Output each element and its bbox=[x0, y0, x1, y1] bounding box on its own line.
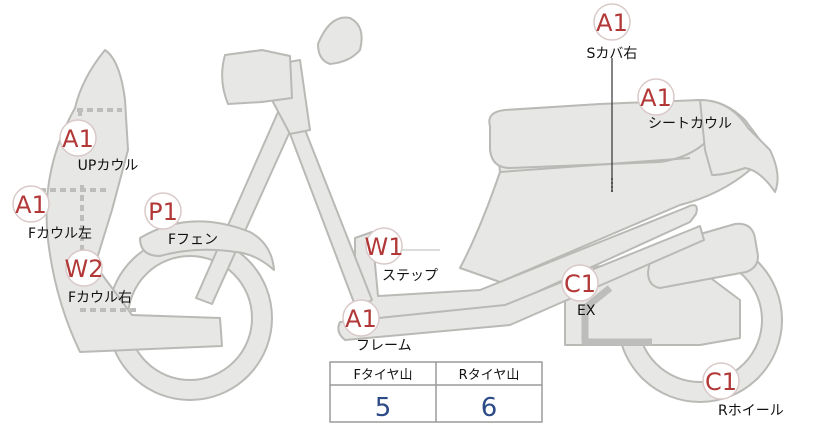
damage-marker-ring bbox=[702, 362, 740, 400]
damage-marker-ring bbox=[593, 3, 631, 41]
part-label: シートカウル bbox=[648, 116, 732, 132]
part-label: Fカウル右 bbox=[68, 290, 132, 306]
damage-marker-ring bbox=[59, 119, 97, 157]
part-label: フレーム bbox=[356, 338, 412, 354]
damage-code: W2 bbox=[65, 255, 104, 283]
damage-marker-ring bbox=[342, 299, 380, 337]
damage-code: A1 bbox=[62, 125, 94, 153]
damage-marker-ring bbox=[561, 264, 599, 302]
rear-tread-value: 6 bbox=[481, 393, 498, 423]
tail-cowl bbox=[699, 99, 779, 193]
tread-table: Fタイヤ山 Rタイヤ山 5 6 bbox=[329, 361, 543, 423]
damage-marker-ring bbox=[637, 78, 675, 116]
damage-code: A1 bbox=[345, 305, 377, 333]
part-label: EX bbox=[577, 303, 596, 319]
damage-marker-ring bbox=[144, 192, 182, 230]
down-tube bbox=[283, 111, 373, 309]
damage-marker: A1 フレーム bbox=[342, 299, 412, 354]
headlight bbox=[221, 49, 270, 105]
damage-marker: A1 シートカウル bbox=[637, 78, 732, 132]
scooter-illustration bbox=[30, 16, 783, 403]
damage-code: A1 bbox=[15, 191, 47, 219]
part-label: Fフェン bbox=[168, 232, 218, 248]
damage-marker: W1 ステップ bbox=[365, 227, 438, 284]
front-tread-value: 5 bbox=[375, 393, 392, 423]
damage-code: C1 bbox=[705, 368, 737, 396]
damage-code: W1 bbox=[365, 233, 404, 261]
front-tread-header: Fタイヤ山 bbox=[353, 368, 412, 383]
part-label: ステップ bbox=[382, 268, 438, 284]
muffler-pipe bbox=[581, 285, 652, 346]
damage-code: A1 bbox=[596, 9, 628, 37]
part-label: Sカバ右 bbox=[587, 46, 638, 62]
damage-marker-ring bbox=[65, 249, 103, 287]
mirror bbox=[317, 16, 363, 65]
damage-marker-ring bbox=[365, 227, 403, 265]
damage-marker-ring bbox=[12, 185, 50, 223]
rear-shock bbox=[647, 222, 759, 289]
part-label: Fカウル左 bbox=[28, 226, 92, 242]
seat bbox=[488, 99, 710, 169]
rear-tread-header: Rタイヤ山 bbox=[459, 368, 520, 383]
part-label: UPカウル bbox=[78, 158, 139, 174]
front-fender bbox=[139, 220, 275, 271]
part-label: Rホイール bbox=[718, 403, 784, 419]
damage-code: A1 bbox=[640, 84, 672, 112]
damage-code: C1 bbox=[564, 270, 596, 298]
damage-code: P1 bbox=[148, 198, 178, 226]
